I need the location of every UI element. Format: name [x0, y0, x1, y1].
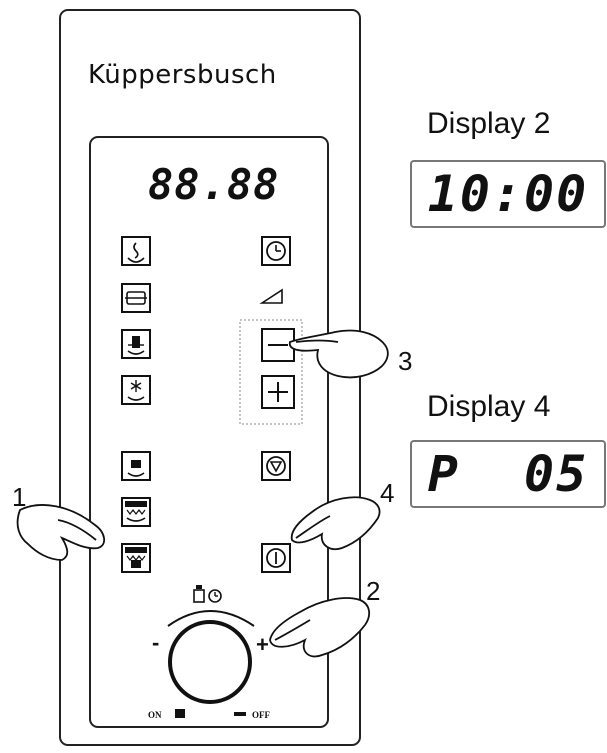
- level-wedge-icon: [259, 288, 283, 304]
- appliance-panel-outline: [59, 9, 361, 746]
- minus-button[interactable]: [261, 328, 295, 362]
- display4-caption: Display 4: [427, 390, 551, 423]
- callout-2: 2: [366, 576, 381, 606]
- right-buttons-group: [239, 236, 303, 573]
- hand-pointer-3-icon: [288, 329, 389, 379]
- knob-off-label: OFF: [252, 710, 270, 720]
- oven-on-icon: [175, 709, 185, 718]
- knob-arc: [167, 610, 255, 627]
- reheat-button[interactable]: [121, 451, 151, 481]
- oven-off-icon: [234, 712, 246, 716]
- plus-minus-group-outline: [239, 319, 303, 425]
- knob-plus-label: +: [256, 632, 269, 657]
- left-buttons-group: [121, 236, 151, 573]
- knob-group: [167, 585, 255, 718]
- knob-minus-label: -: [152, 630, 160, 655]
- steam-program-button[interactable]: [121, 329, 151, 359]
- inner-control-panel-outline: [89, 136, 329, 728]
- grill-steam-button[interactable]: [121, 543, 151, 573]
- display4-panel: P 05: [410, 440, 606, 508]
- clock-button[interactable]: [261, 236, 291, 266]
- grill-button[interactable]: [121, 497, 151, 527]
- callout-1: 1: [12, 482, 27, 512]
- hand-pointer-2-icon: [269, 597, 371, 658]
- knob-on-label: ON: [148, 710, 162, 720]
- start-button[interactable]: [261, 451, 291, 481]
- rotary-knob[interactable]: [168, 620, 252, 704]
- steam-button[interactable]: [121, 236, 151, 266]
- plus-button[interactable]: [261, 375, 295, 409]
- hand-pointer-4-icon: [290, 496, 381, 550]
- callout-4: 4: [380, 478, 395, 508]
- callout-3: 3: [398, 346, 413, 376]
- hand-pointer-1-icon: [16, 504, 105, 561]
- display2-caption: Display 2: [427, 107, 551, 140]
- display4-value: P 05: [427, 445, 589, 503]
- descale-button[interactable]: [121, 283, 151, 313]
- display2-panel: 10:00: [410, 160, 606, 228]
- defrost-button[interactable]: [121, 375, 151, 405]
- power-button[interactable]: [261, 543, 291, 573]
- brand-logo-text: Küppersbusch: [88, 60, 277, 90]
- door-clock-icon: [193, 585, 222, 603]
- main-display-readout: 88.88: [148, 160, 280, 209]
- display2-value: 10:00: [427, 165, 589, 223]
